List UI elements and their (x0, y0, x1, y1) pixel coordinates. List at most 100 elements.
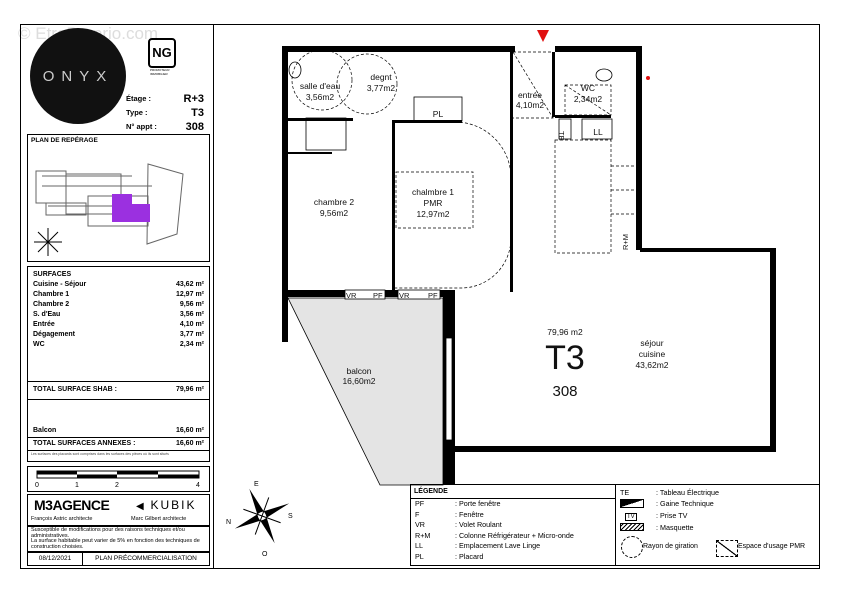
ng-logo: NG (148, 38, 176, 68)
kubik-logo-text: KUBIK (150, 498, 197, 512)
room-label: chalmbre 1 (412, 187, 454, 197)
vr-label: VR (399, 291, 410, 300)
compass-o: O (262, 551, 268, 558)
locator-plan: PLAN DE REPÉRAGE (27, 134, 210, 262)
ng-logo-text: NG (152, 45, 172, 60)
legend-desc: : Volet Roulant (455, 520, 502, 530)
info-row: N° appt :308 (126, 120, 204, 134)
annex-label: Balcon (33, 427, 57, 434)
unit: m² (195, 281, 204, 288)
compass-rose-icon (234, 488, 290, 544)
surface-label: Entrée (33, 321, 55, 328)
toilet-icon (595, 68, 613, 82)
lave-linge-label: LL (593, 127, 603, 137)
legend-symbol-item: TE : Tableau Électrique (620, 488, 815, 499)
legend-key: LL (415, 541, 423, 551)
legend-symbols: TE : Tableau Électrique : Gaine Technique… (615, 484, 820, 566)
red-dot (646, 76, 650, 80)
info-value: R+3 (183, 93, 205, 105)
legend-key: VR (415, 520, 425, 530)
room-area: 16,60m2 (342, 376, 375, 386)
disclaimer-line: La surface habitable peut varier de 5% e… (31, 538, 200, 550)
rm-label: R+M (621, 234, 630, 250)
room-area: 43,62m2 (635, 360, 668, 370)
onyx-logo: ONYX (30, 28, 126, 124)
compass-s: S (288, 513, 293, 520)
surface-value: 3,77 (179, 331, 194, 338)
balcony-area (287, 297, 444, 486)
surface-label: Chambre 1 (33, 291, 70, 298)
legend-item: LL: Emplacement Lave Linge (415, 541, 611, 552)
surface-value: 2,34 (179, 341, 194, 348)
surface-value: 12,97 (175, 291, 194, 298)
legend-desc: : Porte fenêtre (455, 499, 501, 508)
footer-label: PLAN PRÉCOMMERCIALISATION (82, 552, 210, 566)
surfaces-title: SURFACES (33, 270, 204, 280)
compass-n: N (226, 519, 231, 526)
surface-row: Dégagement 3,77 m² (33, 330, 204, 340)
info-row: Étage :R+3 (126, 92, 204, 106)
surface-label: Cuisine - Séjour (33, 281, 87, 288)
room-label: entrée (518, 90, 542, 100)
mini-compass-icon (34, 228, 62, 256)
scale-tick: 0 (35, 482, 39, 489)
surface-label: S. d'Eau (33, 311, 61, 318)
room-label: balcon (346, 366, 371, 376)
legend-desc: : Fenêtre (455, 509, 484, 519)
scale-tick: 2 (115, 482, 119, 489)
room-area: 3,77m2 (367, 83, 396, 93)
apartment-area: 79,96 m2 (547, 327, 583, 337)
room-label: salle d'eau (300, 81, 341, 91)
legend-symbol-desc: : Prise TV (656, 511, 688, 521)
pmr-label: Espace d'usage PMR (738, 543, 806, 550)
legend-key: F (415, 509, 420, 519)
total-shab: TOTAL SURFACE SHAB :79,96 m² (28, 381, 209, 398)
legend-symbol-desc: : Tableau Électrique (656, 488, 719, 497)
entry-marker-icon (537, 30, 549, 42)
giration-icon (621, 536, 643, 558)
apartment-number: 308 (552, 383, 577, 400)
te-symbol: TE (620, 488, 630, 497)
legend-item: PL : Placard (415, 552, 611, 563)
room-area: 3,56m2 (306, 92, 335, 102)
pf-label: PF (428, 291, 438, 300)
scale-tick: 4 (196, 482, 200, 489)
room-area: 4,10m2 (516, 100, 545, 110)
room-label: PMR (424, 198, 443, 208)
surface-label: Dégagement (33, 331, 76, 338)
room-area: 12,97m2 (416, 209, 449, 219)
te-label: TE (557, 131, 566, 141)
architect-name: François Astric architecte (31, 516, 93, 522)
room-area: 9,56m2 (320, 208, 349, 218)
room-label: séjour (640, 338, 663, 348)
ng-logo-sub: PROMOTEUR IMMOBILIER (150, 68, 170, 76)
room-label: cuisine (639, 349, 666, 359)
locator-map (34, 163, 184, 256)
unit: m² (195, 311, 204, 318)
legend-item: F : Fenêtre (415, 510, 611, 521)
right-panel-divider (213, 24, 214, 569)
architect-name: Marc Gilbert architecte (131, 516, 187, 522)
legend-key: R+M (415, 530, 431, 540)
surfaces-title-text: SURFACES (33, 271, 72, 278)
room-label: degnt (370, 72, 392, 82)
unit: m² (195, 331, 204, 338)
scale-tick: 1 (75, 482, 79, 489)
room-label: chambre 2 (314, 197, 354, 207)
legend-symbol-item: : Gaine Technique (620, 498, 815, 512)
legend-desc: : Placard (455, 551, 484, 561)
legend-key: PF (415, 499, 425, 508)
legend-key: PL (415, 551, 424, 561)
legend-item: R+M: Colonne Réfrigérateur + Micro-onde (415, 531, 611, 542)
apartment-info: Étage :R+3 Type :T3 N° appt :308 (126, 92, 204, 134)
pf-label: PF (373, 291, 383, 300)
